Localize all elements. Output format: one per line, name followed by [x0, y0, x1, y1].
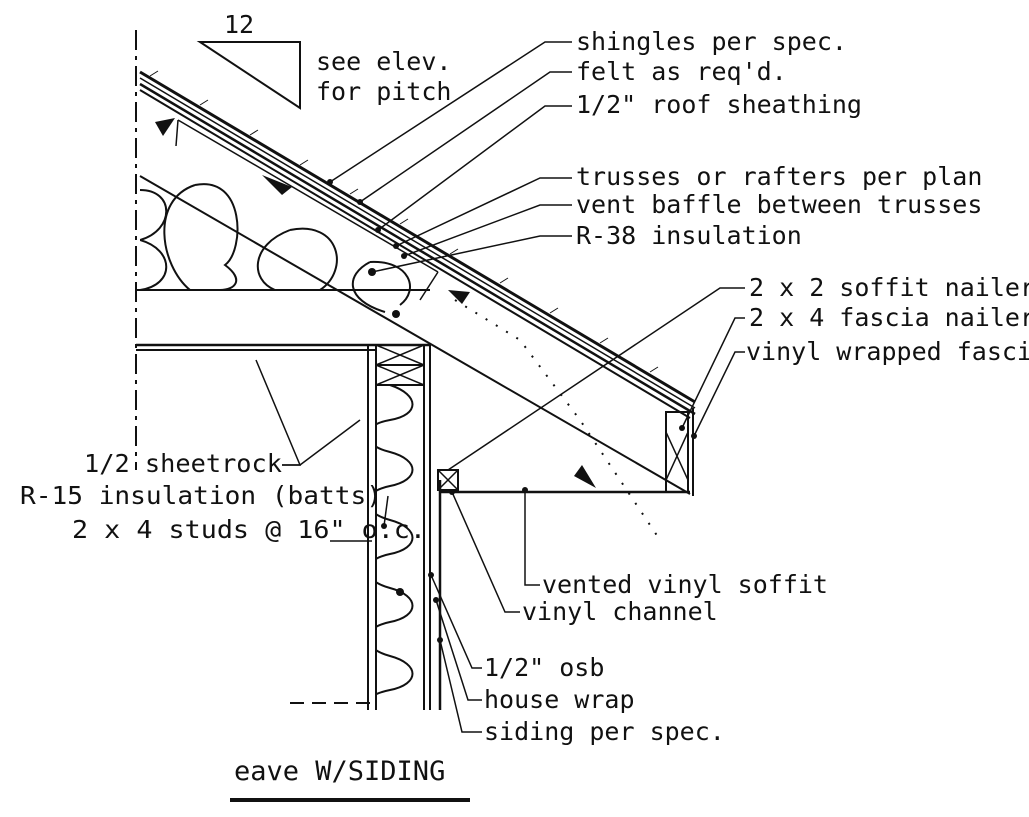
- label-siding: siding per spec.: [484, 717, 725, 746]
- label-r38: R-38 insulation: [576, 221, 802, 250]
- wall-labels: 1/2 sheetrock R-15 insulation (batts) 2 …: [20, 449, 426, 544]
- pitch-note-line1: see elev.: [316, 47, 451, 76]
- label-roof-sheathing: 1/2" roof sheathing: [576, 90, 862, 119]
- sheathing-labels: 1/2" osb house wrap siding per spec.: [484, 653, 725, 746]
- airflow-arrow-4: [574, 465, 596, 488]
- vent-flow-path: [454, 299, 661, 541]
- airflow-arrow-2: [262, 175, 292, 195]
- label-studs: 2 x 4 studs @ 16" o.c.: [72, 515, 426, 544]
- label-trusses: trusses or rafters per plan: [576, 162, 982, 191]
- airflow-arrow-1: [155, 118, 175, 136]
- drawing-title: eave W/SIDING: [234, 756, 445, 787]
- label-vent-baffle: vent baffle between trusses: [576, 190, 982, 219]
- label-vented-soffit: vented vinyl soffit: [542, 570, 828, 599]
- drawing-title-block: eave W/SIDING: [230, 756, 470, 802]
- felt-line: [139, 77, 696, 409]
- label-vinyl-fascia: vinyl wrapped fascia: [746, 337, 1029, 366]
- label-soffit-nailer: 2 x 2 soffit nailer: [749, 273, 1029, 302]
- pitch-note-line2: for pitch: [316, 77, 451, 106]
- vent-baffle: [177, 119, 439, 273]
- shingle-texture: [149, 70, 659, 373]
- label-fascia-nailer: 2 x 4 fascia nailer: [749, 303, 1029, 332]
- wall-batt-insulation: [376, 384, 414, 696]
- pitch-indicator: 12 see elev. for pitch: [196, 10, 451, 110]
- soffit-labels: vented vinyl soffit vinyl channel: [522, 570, 828, 626]
- label-felt: felt as req'd.: [576, 57, 787, 86]
- attic-insulation: [140, 183, 411, 313]
- label-vinyl-channel: vinyl channel: [522, 597, 718, 626]
- pitch-rise: 12: [224, 10, 254, 39]
- label-shingles: shingles per spec.: [576, 27, 847, 56]
- rafter-top-line: [139, 89, 691, 419]
- shingle-line: [139, 70, 696, 404]
- roof-labels: shingles per spec. felt as req'd. 1/2" r…: [576, 27, 982, 250]
- label-osb: 1/2" osb: [484, 653, 604, 682]
- roof-sheathing-line: [139, 82, 696, 416]
- label-sheetrock: 1/2 sheetrock: [84, 449, 282, 478]
- label-house-wrap: house wrap: [484, 685, 635, 714]
- leader-dots: [327, 179, 697, 643]
- leader-lines: [255, 41, 745, 733]
- airflow-arrow-3: [448, 290, 470, 304]
- eave-labels: 2 x 2 soffit nailer 2 x 4 fascia nailer …: [746, 273, 1029, 366]
- rafter-bottom-line: [139, 175, 691, 495]
- fascia-nailer: [665, 411, 689, 493]
- label-r15: R-15 insulation (batts): [20, 481, 382, 510]
- pitch-triangle: [196, 41, 301, 110]
- arrow-heads: [155, 118, 596, 488]
